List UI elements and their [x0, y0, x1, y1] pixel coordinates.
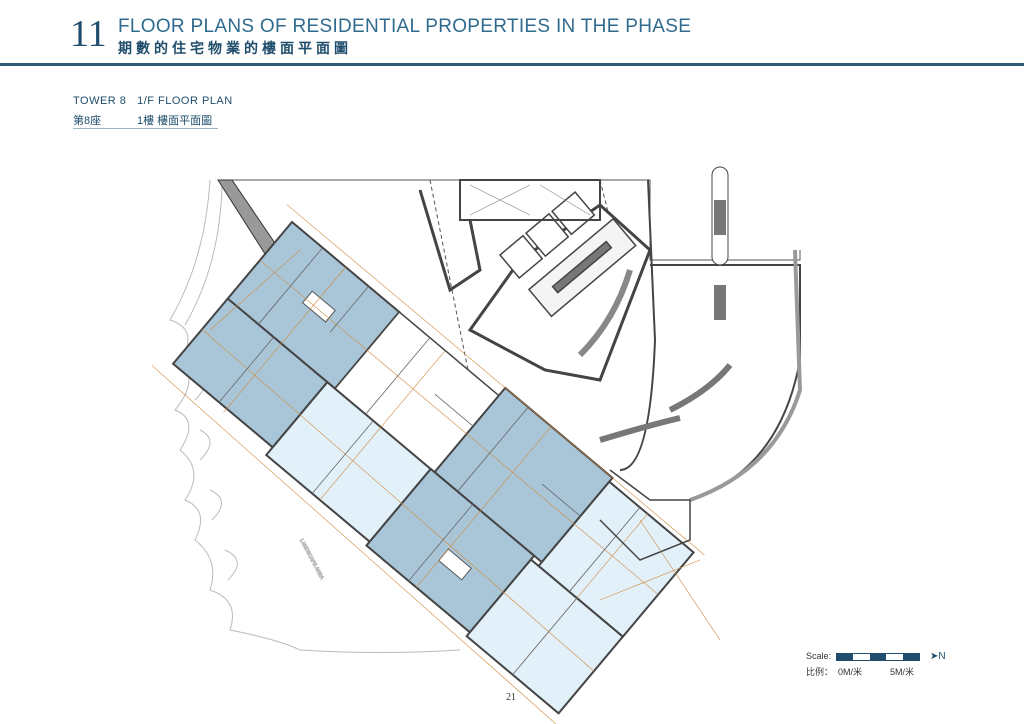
dimension-lines	[151, 204, 705, 724]
section-title-cn: 期數的住宅物業的樓面平面圖	[118, 40, 352, 56]
north-arrow-icon: ➤N	[930, 651, 946, 662]
scale-end: 5M/米	[890, 667, 915, 677]
plan-title-cn: 第8座 1樓 樓面平面圖	[73, 112, 212, 128]
residential-units	[151, 204, 705, 724]
plan-floor-cn: 1樓 樓面平面圖	[137, 115, 213, 127]
plan-title: TOWER 8 1/F FLOOR PLAN	[73, 95, 233, 107]
site-dimensions	[209, 249, 721, 641]
lift-2	[524, 212, 570, 258]
lift-core	[418, 179, 652, 382]
lift-3	[551, 190, 596, 236]
plan-title-underline	[73, 128, 218, 129]
lift-1	[498, 234, 544, 280]
page-number: 21	[506, 692, 516, 703]
scale-bar	[836, 653, 920, 661]
north-label: N	[938, 651, 946, 662]
section-number: 11	[70, 13, 107, 55]
scale-start: 0M/米	[838, 667, 863, 677]
scale-label: Scale:	[806, 651, 832, 661]
plan-tower-cn: 第8座	[73, 115, 102, 127]
landscape-label: LANDSCAPE AREA	[298, 538, 325, 581]
section-title: FLOOR PLANS OF RESIDENTIAL PROPERTIES IN…	[118, 16, 692, 37]
header-divider	[0, 63, 1024, 66]
scale-label-cn: 比例：	[806, 667, 834, 677]
